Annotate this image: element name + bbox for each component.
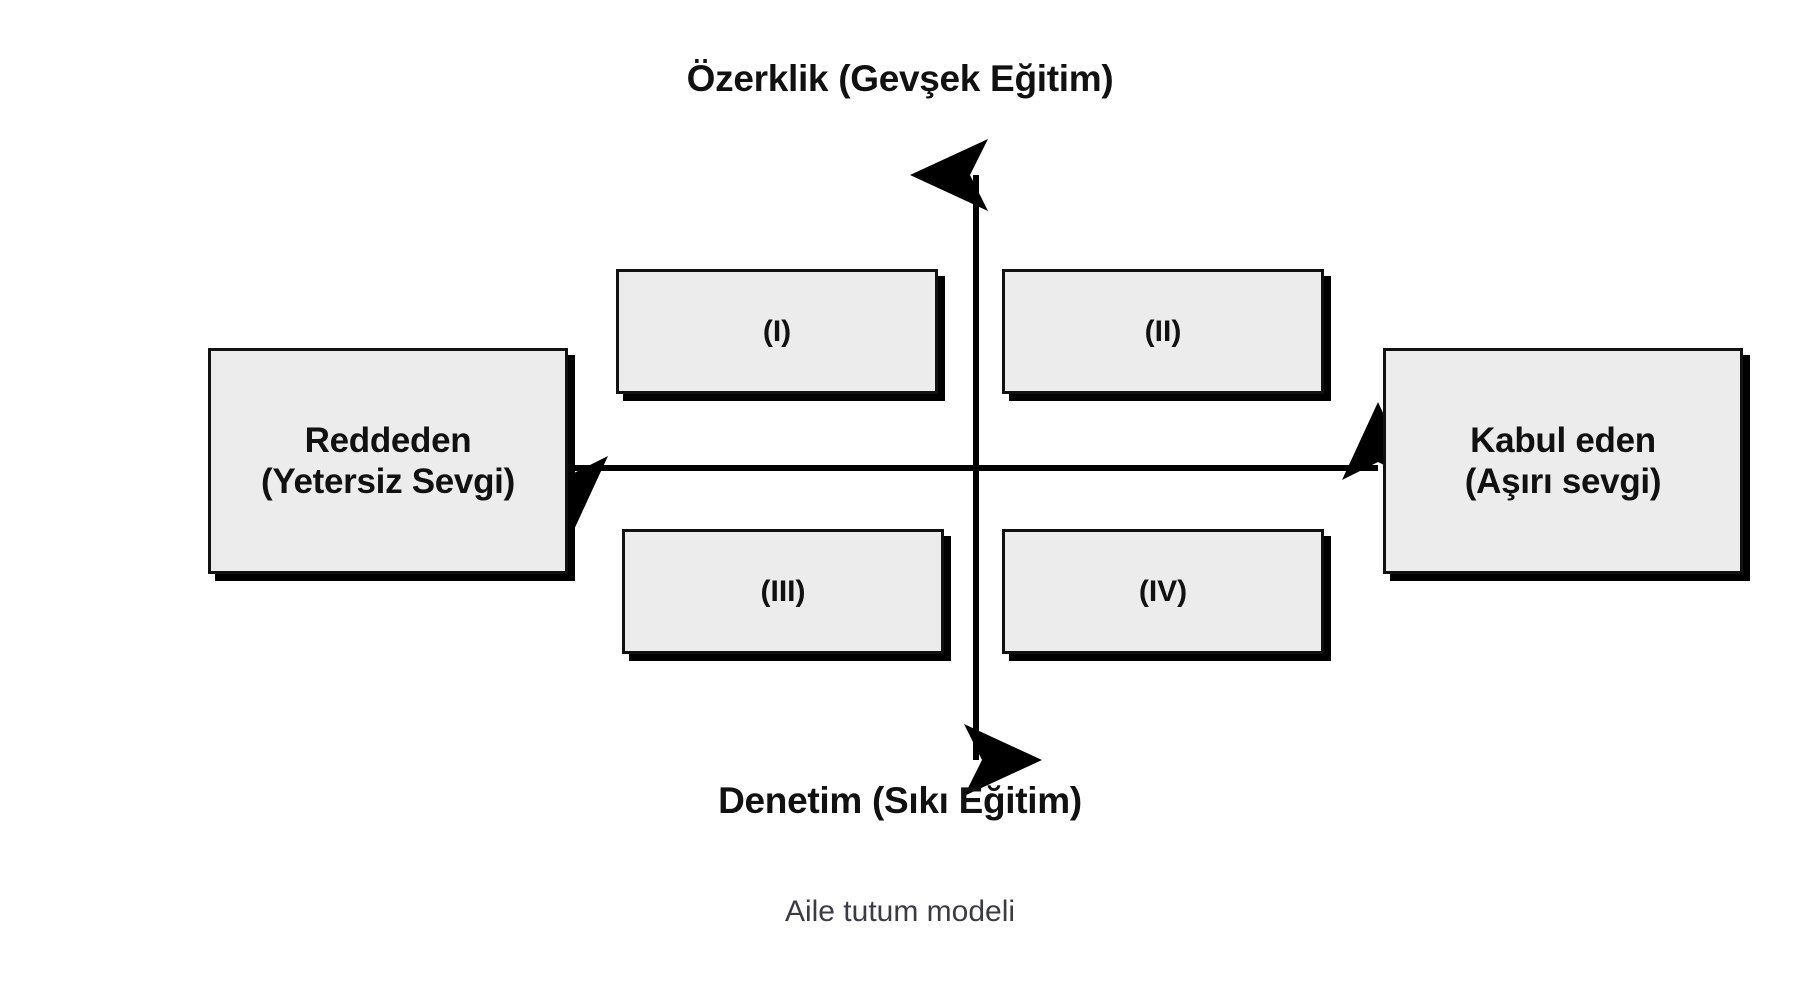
quadrant-label-1: (I) xyxy=(762,314,792,348)
quadrant-box-2: (II) xyxy=(1002,269,1324,394)
diagram-caption: Aile tutum modeli xyxy=(784,895,1016,928)
quadrant-label-3: (III) xyxy=(760,574,806,608)
axis-label-bottom: Denetim (Sıkı Eğitim) xyxy=(718,780,1082,821)
axis-box-kabul-eden: Kabul eden (Aşırı sevgi) xyxy=(1383,348,1743,574)
axis-box-reddeden: Reddeden (Yetersiz Sevgi) xyxy=(208,348,568,574)
axis-box-kabul-eden-line2: (Aşırı sevgi) xyxy=(1464,462,1662,501)
quadrant-box-1: (I) xyxy=(616,269,938,394)
axis-box-reddeden-line2: (Yetersiz Sevgi) xyxy=(261,462,515,501)
quadrant-box-3: (III) xyxy=(622,529,944,654)
axis-label-top: Özerklik (Gevşek Eğitim) xyxy=(686,58,1114,99)
axis-box-kabul-eden-line1: Kabul eden xyxy=(1470,420,1656,460)
quadrant-label-2: (II) xyxy=(1144,314,1182,348)
quadrant-box-4: (IV) xyxy=(1002,529,1324,654)
axis-box-reddeden-line1: Reddeden xyxy=(304,420,472,460)
quadrant-label-4: (IV) xyxy=(1138,574,1188,608)
